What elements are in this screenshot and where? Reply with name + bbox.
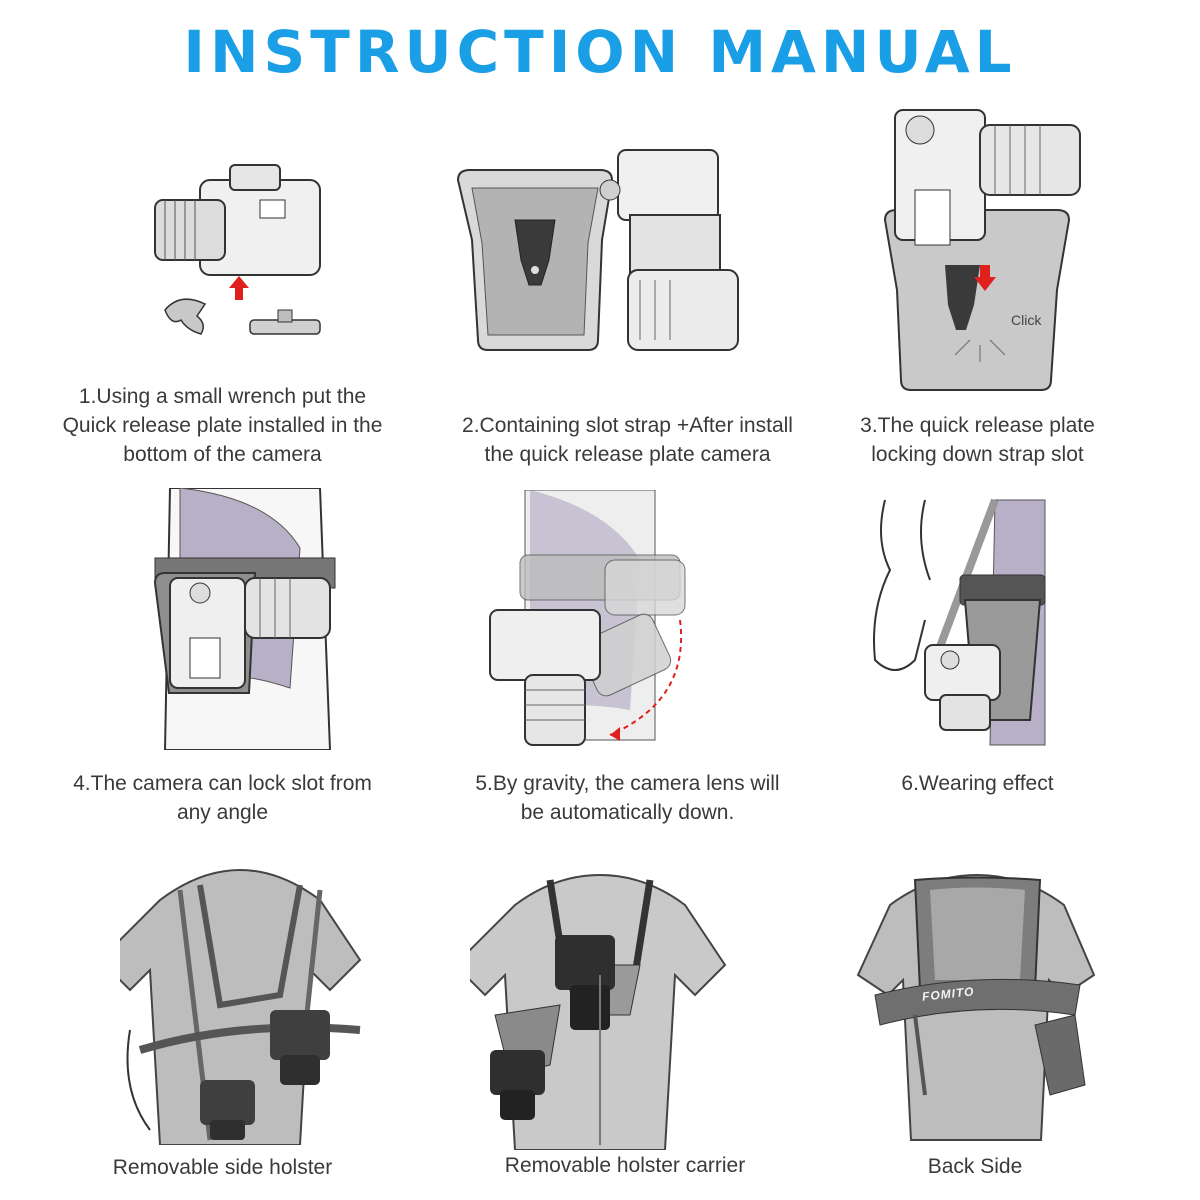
step-2-caption: 2.Containing slot strap +After install t… — [462, 414, 793, 466]
back-side-harness-icon — [855, 865, 1100, 1145]
side-holster-icon — [120, 860, 365, 1145]
click-annotation: Click — [1011, 312, 1042, 328]
camera-on-belt-icon — [150, 488, 340, 750]
step-4-caption: 4.The camera can lock slot from any angl… — [73, 772, 372, 824]
page-title: INSTRUCTION MANUAL — [183, 18, 1017, 86]
wearing-effect-icon — [865, 490, 1055, 750]
camera-rotating-down-icon — [485, 490, 695, 755]
holster-carrier-icon — [470, 865, 735, 1150]
step-5-caption: 5.By gravity, the camera lens will be au… — [475, 772, 780, 824]
camera-wrench-plate-icon — [140, 160, 340, 350]
step-3-caption: 3.The quick release plate locking down s… — [860, 414, 1095, 466]
step-1-caption: 1.Using a small wrench put the Quick rel… — [62, 385, 383, 466]
holster-carrier-caption: Removable holster carrier — [504, 1154, 746, 1177]
side-holster-caption: Removable side holster — [112, 1156, 333, 1179]
step-6-caption: 6.Wearing effect — [901, 772, 1054, 795]
back-side-caption: Back Side — [927, 1155, 1023, 1178]
strap-slot-camera-icon — [450, 130, 770, 360]
camera-locking-icon — [880, 100, 1090, 395]
